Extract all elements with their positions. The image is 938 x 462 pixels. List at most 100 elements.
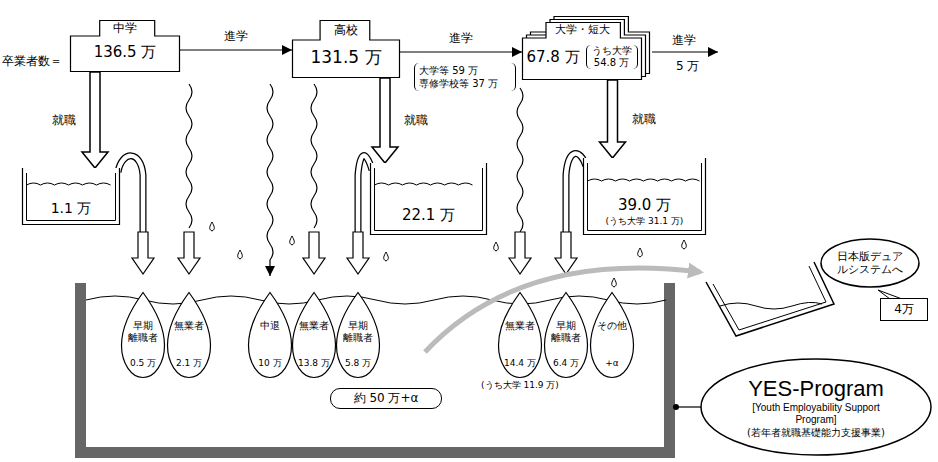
drip (238, 250, 243, 259)
stream-arrow (178, 232, 200, 274)
bucket-wall (23, 168, 120, 225)
overflow-pipe (118, 156, 143, 232)
bucket-outline (370, 163, 487, 235)
youth-drop: 早期 離職者 5.8 万 (336, 292, 380, 378)
node-text: 136.5 万 (94, 43, 157, 62)
bucket-wall (371, 163, 487, 235)
leader-dot (673, 404, 679, 410)
drip (682, 240, 687, 249)
drip (612, 278, 617, 287)
overflow-pipe (358, 156, 372, 232)
school-outline (71, 21, 180, 72)
employment-bucket: 39.0 万(うち大学 31.1 万) (583, 158, 706, 235)
youth-drop: 早期 離職者 0.5 万 (121, 292, 165, 378)
callout-box: 4万 (880, 298, 928, 321)
stream-arrow (509, 232, 531, 274)
stream-arrow (347, 232, 369, 274)
node-text: 大学・短大 (555, 22, 610, 38)
node-text: 22.1 万 (402, 206, 455, 225)
node-text: 日本版デュアルシステムへ (836, 250, 904, 276)
drop-outline (337, 293, 380, 378)
node-text: その他 (595, 320, 629, 332)
bucket-wall (375, 168, 483, 231)
drop-outline (293, 293, 336, 378)
node-text: 4万 (894, 301, 914, 318)
node-text: 高校 (334, 20, 358, 40)
node-text: 2.1 万 (176, 358, 202, 369)
node-text: 1.1 万 (51, 200, 92, 218)
node-text: (うち大学 31.1 万) (606, 215, 684, 228)
node-text: 67.8 万 (526, 48, 579, 67)
node-text: 約 50 万+α (354, 390, 419, 407)
note-label: 進学 (672, 32, 696, 49)
overflow-pipe (358, 156, 372, 232)
bucket-water (27, 183, 111, 185)
wavy-stream (267, 84, 273, 276)
stream-arrow (303, 232, 325, 274)
block-arrow (82, 72, 108, 168)
node-text: YES-Program (748, 376, 884, 402)
note-label: 大学等 59 万 専修学校等 37 万 (414, 63, 516, 91)
drop-outline (591, 293, 634, 378)
node-text: +α (605, 358, 618, 369)
bucket-wall (584, 158, 706, 235)
drop-outline (499, 293, 542, 378)
node-text: 無業者 (172, 320, 206, 332)
bucket-wall (588, 163, 702, 231)
pool-water (86, 296, 666, 304)
node-text: 13.8 万 (298, 358, 330, 369)
total-box: 約 50 万+α (330, 388, 442, 409)
school-outline (293, 21, 400, 78)
drop-outline (545, 293, 588, 378)
youth-drop: 無業者13.8 万 (292, 292, 336, 378)
employment-bucket: 22.1 万 (370, 163, 487, 235)
youth-drop: その他 +α (590, 292, 634, 378)
school-box: 高校 131.5 万 (292, 20, 400, 78)
stream-arrow (555, 232, 577, 274)
node-text: 早期 離職者 (341, 320, 375, 344)
drip (384, 252, 389, 261)
connector-arrow (180, 49, 292, 50)
connector-arrow (400, 51, 522, 52)
ellipse-outline (701, 359, 931, 455)
node-text: うち大学 54.8 万 (586, 45, 638, 69)
bucket-water (720, 302, 822, 309)
dual-system-ellipse: 日本版デュアルシステムへ (820, 238, 920, 288)
edge-label: 就職 (403, 112, 429, 129)
node-text: 14.4 万 (504, 358, 536, 369)
youth-drop: 中退10 万 (248, 292, 292, 378)
drop-outline (168, 293, 211, 378)
node-text: 6.4 万 (553, 358, 579, 369)
youth-drop: 無業者14.4 万(うち大学 11.9 万) (498, 292, 542, 378)
pool-wall (75, 283, 675, 458)
note-label: 5 万 (676, 58, 699, 75)
node-text: 早期 離職者 (549, 320, 583, 344)
bucket-outline (22, 168, 120, 225)
node-text: 0.5 万 (130, 358, 156, 369)
edge-label: 就職 (631, 111, 657, 128)
leader-line (675, 406, 702, 407)
node-text: 中退 (253, 320, 287, 332)
flow-arrow (652, 51, 718, 52)
drip (494, 242, 499, 251)
small-bucket (713, 266, 826, 330)
edge-label: 進学 (223, 28, 249, 45)
drip (638, 248, 643, 257)
school-box: 大学・短大 67.8 万うち大学 54.8 万 (522, 22, 642, 80)
node-text: 早期 離職者 (126, 320, 160, 344)
youth-drop: 無業者 2.1 万 (167, 292, 211, 378)
bucket-water (375, 183, 473, 185)
drop-outline (249, 293, 292, 378)
drip (290, 236, 295, 245)
node-text: 5.8 万 (345, 358, 371, 369)
node-text: 中学 (113, 20, 137, 36)
overflow-pipe (118, 156, 143, 232)
node-text: [Youth Employability Support Program] (741, 402, 891, 426)
program-ellipse: YES-Program[Youth Employability Support … (700, 358, 932, 456)
school-outline (523, 23, 642, 80)
ellipse-outline (821, 239, 919, 287)
youth-drop: 早期 離職者 6.4 万 (544, 292, 588, 378)
text-row: 67.8 万うち大学 54.8 万 (526, 45, 637, 69)
node-text: 131.5 万 (310, 46, 381, 69)
